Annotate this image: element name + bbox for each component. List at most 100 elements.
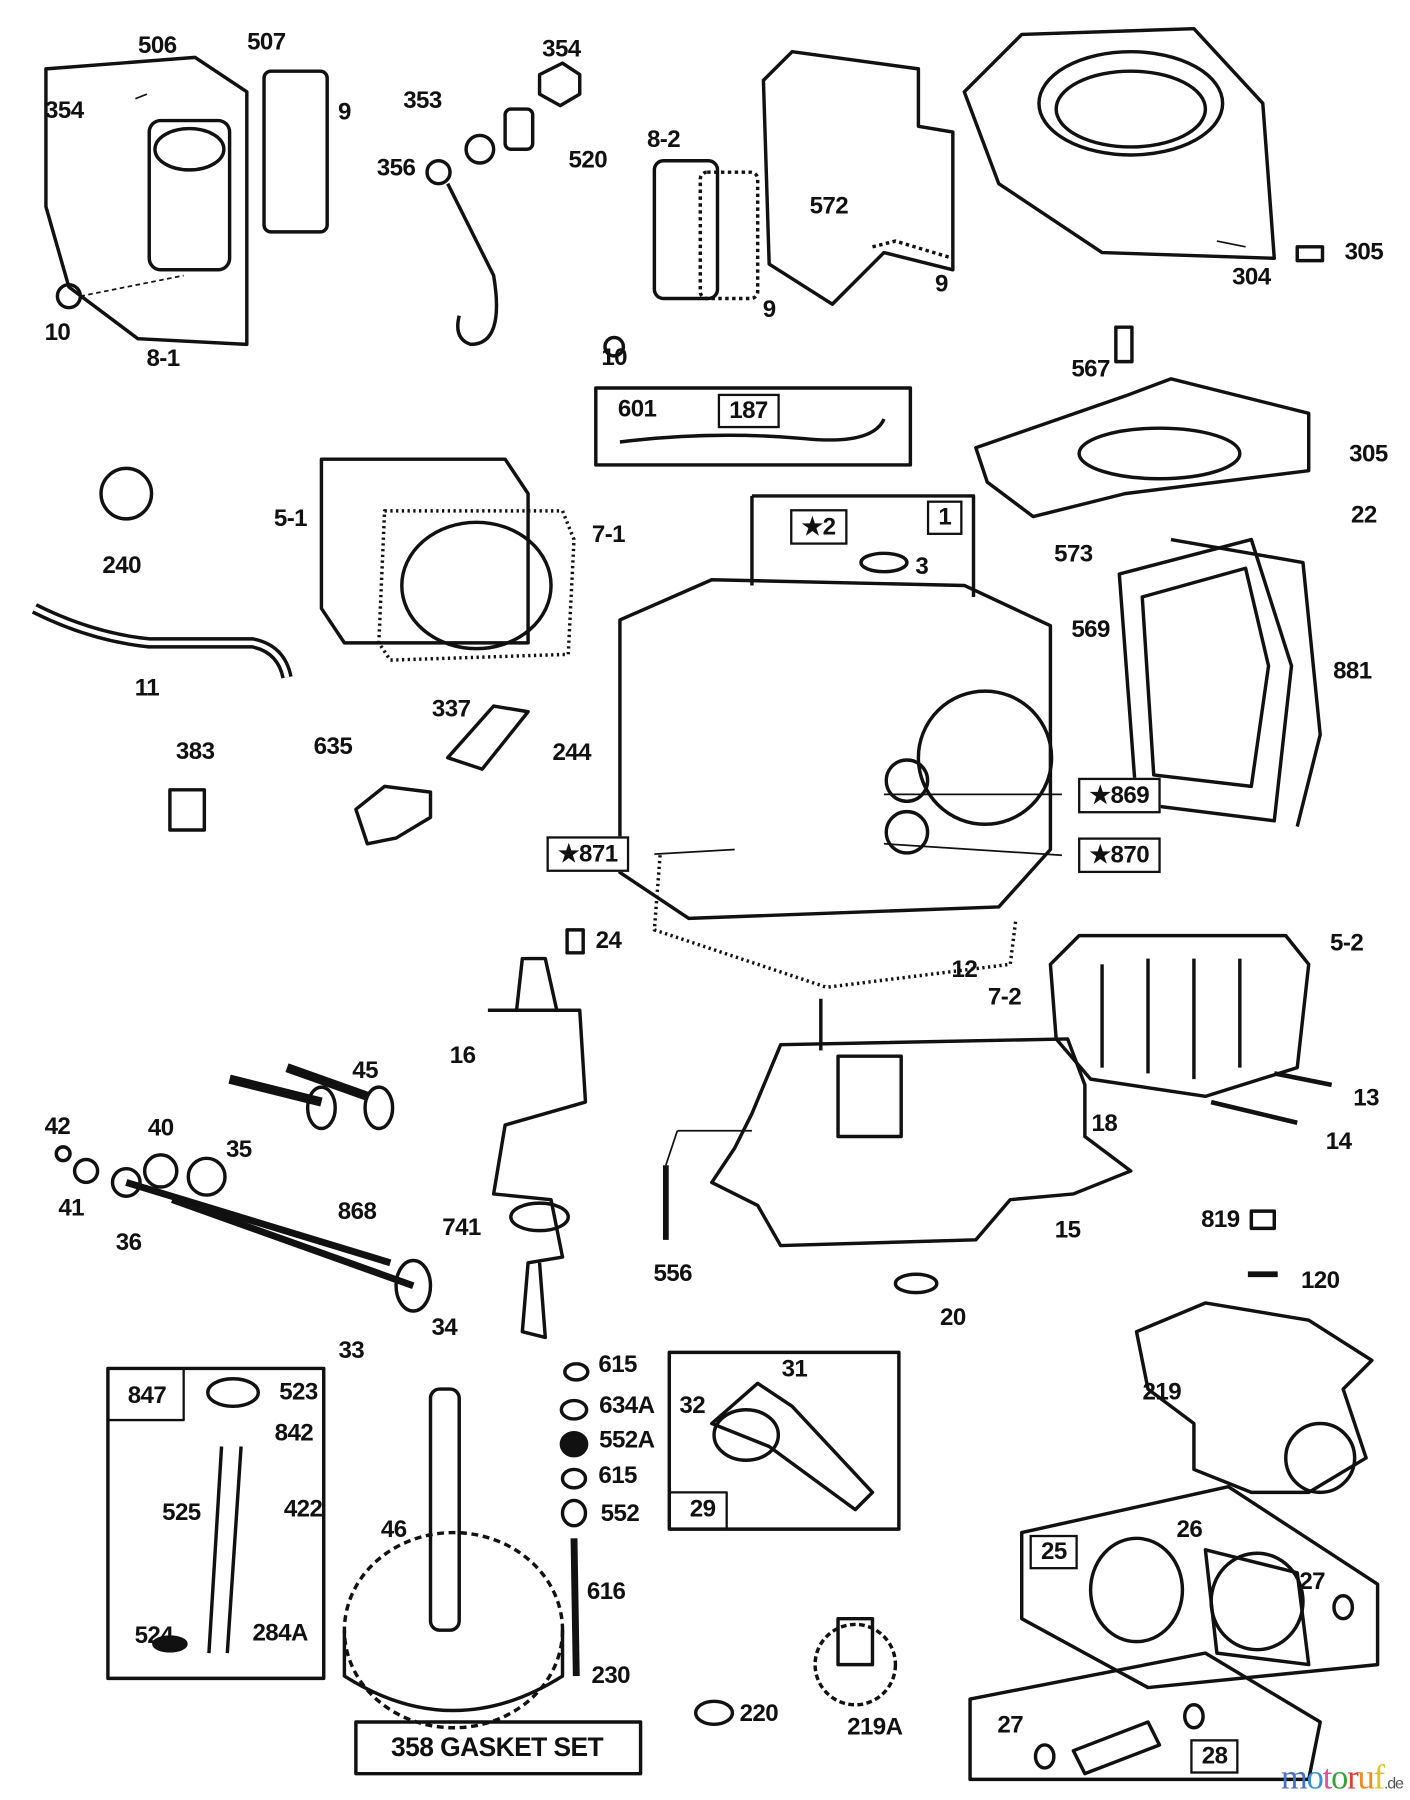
callout-22: 22 <box>1350 501 1377 529</box>
callout-31: 31 <box>781 1355 808 1383</box>
part-clip-383 <box>168 788 207 832</box>
callout-552A: 552A <box>599 1426 655 1454</box>
callout-12: 12 <box>951 956 978 983</box>
part-wire-601 <box>619 418 886 444</box>
part-connecting-rod <box>710 1381 875 1512</box>
callout-27: 27 <box>1299 1568 1325 1595</box>
part-blower-housing-8-1 <box>44 55 329 347</box>
callout-40: 40 <box>147 1114 174 1142</box>
callout-634A: 634A <box>599 1392 655 1419</box>
part-cylinder-block-1 <box>618 494 1062 990</box>
part-gasket-569 <box>1117 537 1322 827</box>
callout-741: 741 <box>442 1214 481 1241</box>
part-seal-20 <box>893 1272 939 1295</box>
callout-523: 523 <box>279 1378 318 1406</box>
callout-422: 422 <box>283 1495 323 1523</box>
callout-354: 354 <box>45 97 84 124</box>
callout-18: 18 <box>1091 1110 1118 1137</box>
callout-842: 842 <box>274 1420 314 1447</box>
callout-615: 615 <box>598 1351 637 1378</box>
part-screw-819 <box>1249 1209 1277 1231</box>
callout-13: 13 <box>1353 1084 1379 1112</box>
box-dipstick-tube <box>106 1366 326 1681</box>
callout-881: 881 <box>1333 657 1372 685</box>
callout-556: 556 <box>653 1260 692 1287</box>
callout-506: 506 <box>138 32 177 59</box>
callout-1: 1 <box>926 500 963 535</box>
callout-41: 41 <box>58 1195 85 1222</box>
callout-26: 26 <box>1176 1516 1203 1543</box>
callout-616: 616 <box>586 1578 626 1605</box>
callout-869: ★869 <box>1078 777 1161 814</box>
callout-27: 27 <box>997 1711 1024 1739</box>
callout-567: 567 <box>1071 355 1110 383</box>
callout-219A: 219A <box>847 1713 903 1741</box>
callout-337: 337 <box>431 695 471 723</box>
part-crankshaft-16 <box>487 956 588 1340</box>
callout-552: 552 <box>600 1500 640 1527</box>
watermark-suffix: .de <box>1383 1773 1404 1793</box>
callout-11: 11 <box>134 675 160 702</box>
part-cylinder-head-5-2 <box>1048 933 1311 1099</box>
callout-353: 353 <box>403 87 442 114</box>
callout-383: 383 <box>175 738 215 765</box>
callout-220: 220 <box>739 1700 779 1727</box>
callout-507: 507 <box>247 28 286 56</box>
part-valves <box>54 1063 433 1313</box>
callout-9: 9 <box>934 270 948 298</box>
callout-5-2: 5-2 <box>1330 929 1364 957</box>
part-governor-219 <box>1134 1301 1374 1495</box>
box-piston <box>1019 1484 1380 1690</box>
part-piston-pin <box>1033 1593 1355 1776</box>
callout-10: 10 <box>601 344 628 371</box>
callout-20: 20 <box>940 1304 966 1331</box>
callout-284A: 284A <box>252 1619 308 1647</box>
callout-5-1: 5-1 <box>273 505 308 532</box>
callout-120: 120 <box>1300 1267 1340 1294</box>
box-connecting-rod <box>667 1350 901 1531</box>
callout-305: 305 <box>1344 238 1384 266</box>
callout-524: 524 <box>134 1622 174 1649</box>
box-gasket-set <box>354 1720 643 1776</box>
callout-847: 847 <box>127 1382 167 1409</box>
callout-615: 615 <box>598 1462 637 1489</box>
callout-525: 525 <box>162 1499 201 1526</box>
callout-304: 304 <box>1232 264 1271 291</box>
callout-871: ★871 <box>546 836 630 872</box>
callout-187: 187 <box>717 393 780 429</box>
part-gear-219A <box>813 1616 898 1707</box>
callout-36: 36 <box>115 1229 142 1256</box>
callout-9: 9 <box>337 98 351 126</box>
callout-42: 42 <box>44 1113 71 1140</box>
callout-520: 520 <box>568 146 608 174</box>
part-washers <box>559 1362 735 1727</box>
watermark-brand: motoruf <box>1280 1758 1385 1797</box>
callout-16: 16 <box>449 1042 476 1069</box>
callout-15: 15 <box>1054 1216 1081 1244</box>
part-bolt-13 <box>1273 1071 1333 1088</box>
callout-569: 569 <box>1071 616 1110 643</box>
part-camshaft-46 <box>342 1387 565 1730</box>
callout-230: 230 <box>591 1662 630 1689</box>
callout-572: 572 <box>809 192 849 220</box>
callout-356: 356 <box>376 154 416 182</box>
part-cylinder-head-5-1 <box>319 457 576 662</box>
callout-8-1: 8-1 <box>146 345 180 372</box>
callout-28: 28 <box>1190 1739 1239 1774</box>
callout-35: 35 <box>225 1136 252 1163</box>
callout-24: 24 <box>595 927 622 954</box>
callout-7-2: 7-2 <box>987 983 1022 1011</box>
callout-305: 305 <box>1349 440 1388 468</box>
callout-10: 10 <box>44 319 71 346</box>
callout-219: 219 <box>1142 1378 1182 1406</box>
watermark-logo: motoruf.de <box>1280 1758 1404 1798</box>
part-blower-housing-304 <box>962 26 1325 263</box>
part-bolt-14 <box>1210 1099 1298 1125</box>
callout-9: 9 <box>762 296 776 323</box>
callout-45: 45 <box>352 1057 378 1084</box>
leader-lines <box>80 93 1246 1166</box>
part-baffle-572 <box>761 49 955 306</box>
part-ground-wire-356 <box>425 61 582 347</box>
